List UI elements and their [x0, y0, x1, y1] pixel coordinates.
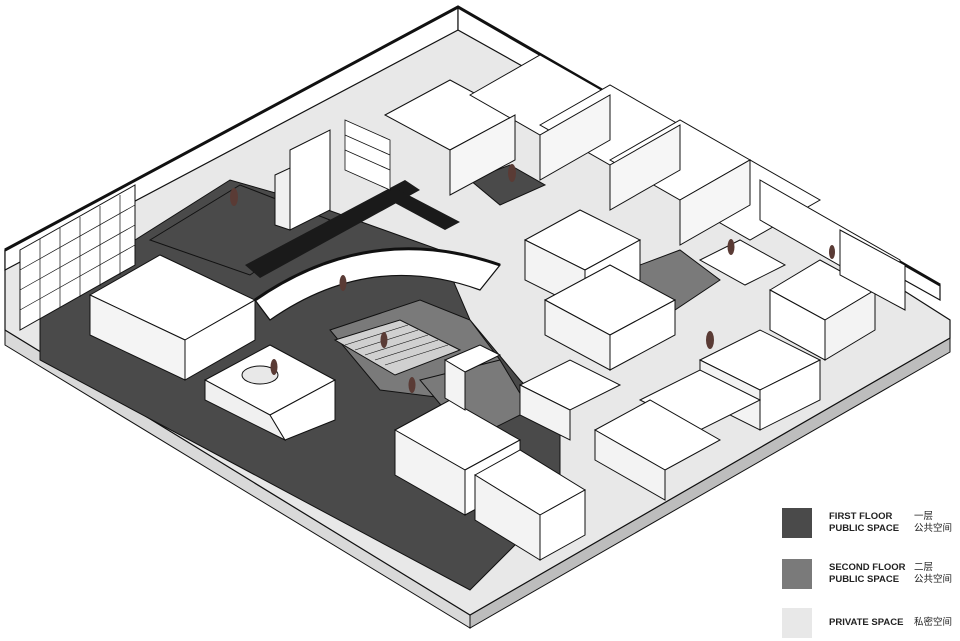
wall-box-mid — [274, 129, 331, 231]
stair-treads — [344, 324, 449, 366]
legend-item-second-floor: SECOND FLOOR PUBLIC SPACE 二层 公共空间 — [782, 559, 960, 589]
legend-label-first-floor: FIRST FLOOR PUBLIC SPACE — [829, 511, 899, 535]
block-left — [88, 254, 257, 381]
beam-2 — [380, 188, 460, 230]
legend-label-line1: PRIVATE SPACE — [829, 617, 904, 628]
upper-room-walls — [449, 94, 751, 246]
central-stair — [333, 319, 462, 376]
curved-ramp-edge — [254, 247, 501, 302]
legend-item-first-floor: FIRST FLOOR PUBLIC SPACE 一层 公共空间 — [782, 508, 960, 538]
legend-label-private: PRIVATE SPACE — [829, 617, 903, 629]
legend-label-zh-second-floor: 二层 公共空间 — [914, 562, 952, 586]
facade-mullions — [19, 195, 136, 319]
legend-label-zh-first-floor: 一层 公共空间 — [914, 511, 952, 535]
legend-label-zh-line2: 公共空间 — [914, 574, 953, 585]
beam-1 — [245, 180, 420, 278]
right-room-cluster — [518, 209, 877, 501]
legend-label-zh-line1: 一层 — [914, 511, 934, 522]
legend: FIRST FLOOR PUBLIC SPACE 一层 公共空间 SECOND … — [782, 508, 960, 641]
upper-right-walls — [759, 179, 906, 311]
legend-label-zh-line2: 公共空间 — [914, 523, 953, 534]
legend-label-zh-line1: 私密空间 — [914, 617, 953, 628]
legend-label-zh-private: 私密空间 — [914, 617, 952, 629]
legend-label-line2: PUBLIC SPACE — [829, 523, 900, 534]
legend-label-line1: SECOND FLOOR — [829, 562, 906, 573]
reading-pod — [203, 344, 337, 442]
legend-label-line2: PUBLIC SPACE — [829, 574, 900, 585]
legend-label-second-floor: SECOND FLOOR PUBLIC SPACE — [829, 562, 906, 586]
swatch-private — [782, 608, 812, 638]
swatch-first-floor — [782, 508, 812, 538]
legend-item-private: PRIVATE SPACE 私密空间 — [782, 608, 960, 638]
legend-label-line1: FIRST FLOOR — [829, 511, 893, 522]
bottom-rooms — [393, 344, 586, 561]
swatch-second-floor — [782, 559, 812, 589]
legend-label-zh-line1: 二层 — [914, 562, 934, 573]
person-figures — [230, 164, 835, 393]
bookshelf — [344, 119, 391, 191]
